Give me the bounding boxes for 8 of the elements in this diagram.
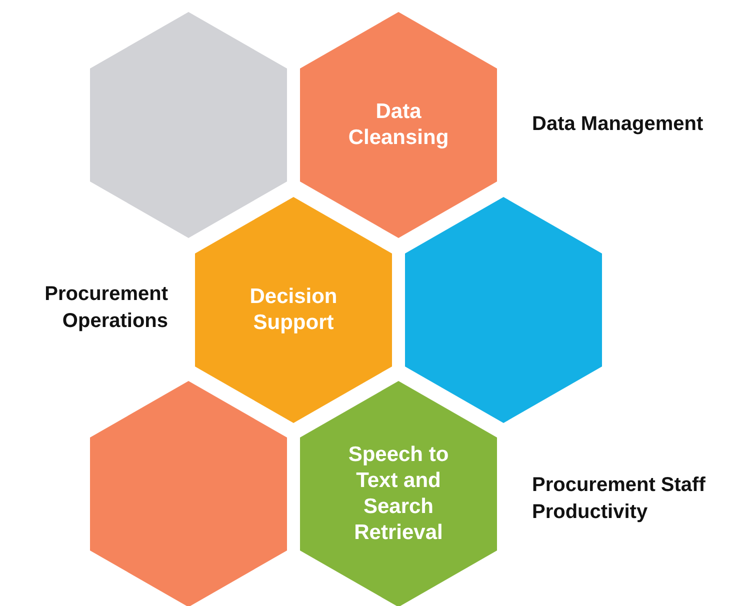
category-label: Procurement Staff Productivity [532, 473, 706, 525]
category-label: Procurement Operations [44, 282, 168, 334]
hexagon-tile [90, 381, 287, 606]
tile-label: Decision Support [248, 284, 338, 336]
category-label: Data Management [532, 112, 704, 137]
hexagon-tile [300, 381, 497, 606]
tile-label: Data Cleansing [347, 99, 450, 151]
tile-label: Speech to Text and Search Retrieval [347, 442, 450, 546]
